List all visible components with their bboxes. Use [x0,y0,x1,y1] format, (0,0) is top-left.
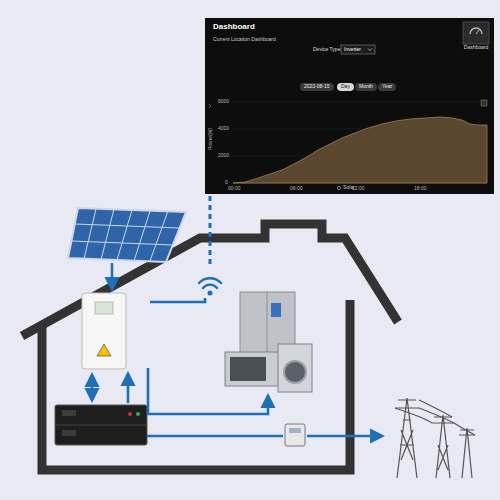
axis-tick: 0 [225,180,228,186]
legend-text: Solar [343,185,355,191]
axis-tick: 00:00 [228,186,241,192]
period-button: Month [355,83,377,91]
date-button: 2023-08-15 [300,83,334,91]
axis-tick: 2000 [218,153,229,159]
field-label: Device Type [313,47,340,53]
axis-tick: 18:00 [414,186,427,192]
panel-title: Dashboard [213,23,255,32]
select-value: Inverter [344,47,361,53]
icon-label: Dashboard [464,45,488,51]
axis-tick: 6000 [218,99,229,105]
axis-tick: 06:00 [290,186,303,192]
axis-tick: 4000 [218,126,229,132]
period-button: Year [378,83,396,91]
panel-subtitle: Current Location Dashboard [213,37,276,43]
axis-title: Power(W) [208,128,214,150]
period-button: Day [337,83,354,91]
